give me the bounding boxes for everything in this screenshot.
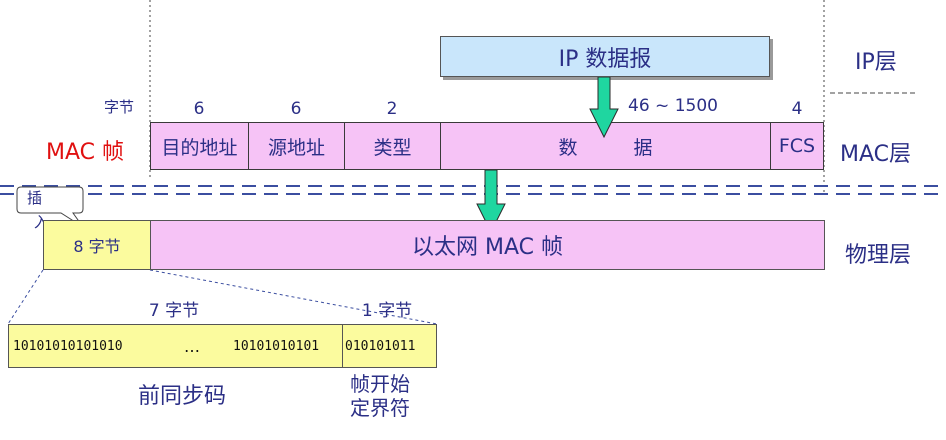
preamble-8-bytes-box: 8 字节	[43, 220, 151, 270]
field-type: 类型	[344, 122, 441, 170]
ip-datagram-box: IP 数据报	[440, 36, 770, 77]
sfd-name-line1: 帧开始	[350, 372, 410, 396]
field-src-label: 源地址	[267, 136, 325, 159]
byte-unit-label: 字节	[104, 98, 135, 116]
field-type-label: 类型	[373, 136, 412, 159]
src-size: 6	[290, 99, 302, 119]
ip-datagram-label: IP 数据报	[558, 46, 652, 72]
ethernet-mac-frame-box: 以太网 MAC 帧	[150, 220, 825, 270]
preamble-name: 前同步码	[138, 384, 227, 409]
field-fcs: FCS	[770, 122, 824, 170]
mac-layer-label: MAC层	[840, 142, 912, 167]
field-data-label-1: 数	[558, 136, 578, 159]
field-src-address: 源地址	[248, 122, 345, 170]
sfd-name: 帧开始 定界符	[350, 372, 410, 420]
preamble-ellipsis: …	[184, 337, 200, 356]
physical-layer-label: 物理层	[845, 243, 912, 268]
down-arrow-icon	[589, 77, 619, 139]
preamble-bits-left: 10101010101010	[13, 339, 123, 354]
data-size: 46 ~ 1500	[628, 96, 718, 116]
field-data-label-2: 据	[633, 136, 653, 159]
field-dest-label: 目的地址	[161, 136, 238, 159]
ip-layer-label: IP层	[855, 50, 897, 75]
dest-size: 6	[193, 99, 205, 119]
field-fcs-label: FCS	[778, 135, 816, 157]
preamble-bits-right: 10101010101	[233, 339, 320, 354]
sfd-bytes-label: 1 字节	[361, 301, 413, 321]
preamble-bytes-label: 7 字节	[148, 301, 200, 321]
field-data: 数 据	[440, 122, 771, 170]
fcs-size: 4	[791, 99, 803, 119]
preamble-bits-box: 10101010101010 … 10101010101	[8, 324, 343, 368]
insert-callout-line1: 插	[27, 189, 43, 207]
sfd-bits-box: 010101011	[342, 324, 437, 368]
mac-frame-label: MAC 帧	[46, 140, 124, 165]
preamble-total-label: 8 字节	[73, 237, 121, 256]
down-arrow-icon	[476, 170, 506, 234]
type-size: 2	[386, 99, 398, 119]
field-dest-address: 目的地址	[150, 122, 249, 170]
sfd-name-line2: 定界符	[350, 396, 410, 420]
ethernet-mac-frame-label: 以太网 MAC 帧	[412, 235, 563, 260]
sfd-bits: 010101011	[345, 339, 416, 354]
